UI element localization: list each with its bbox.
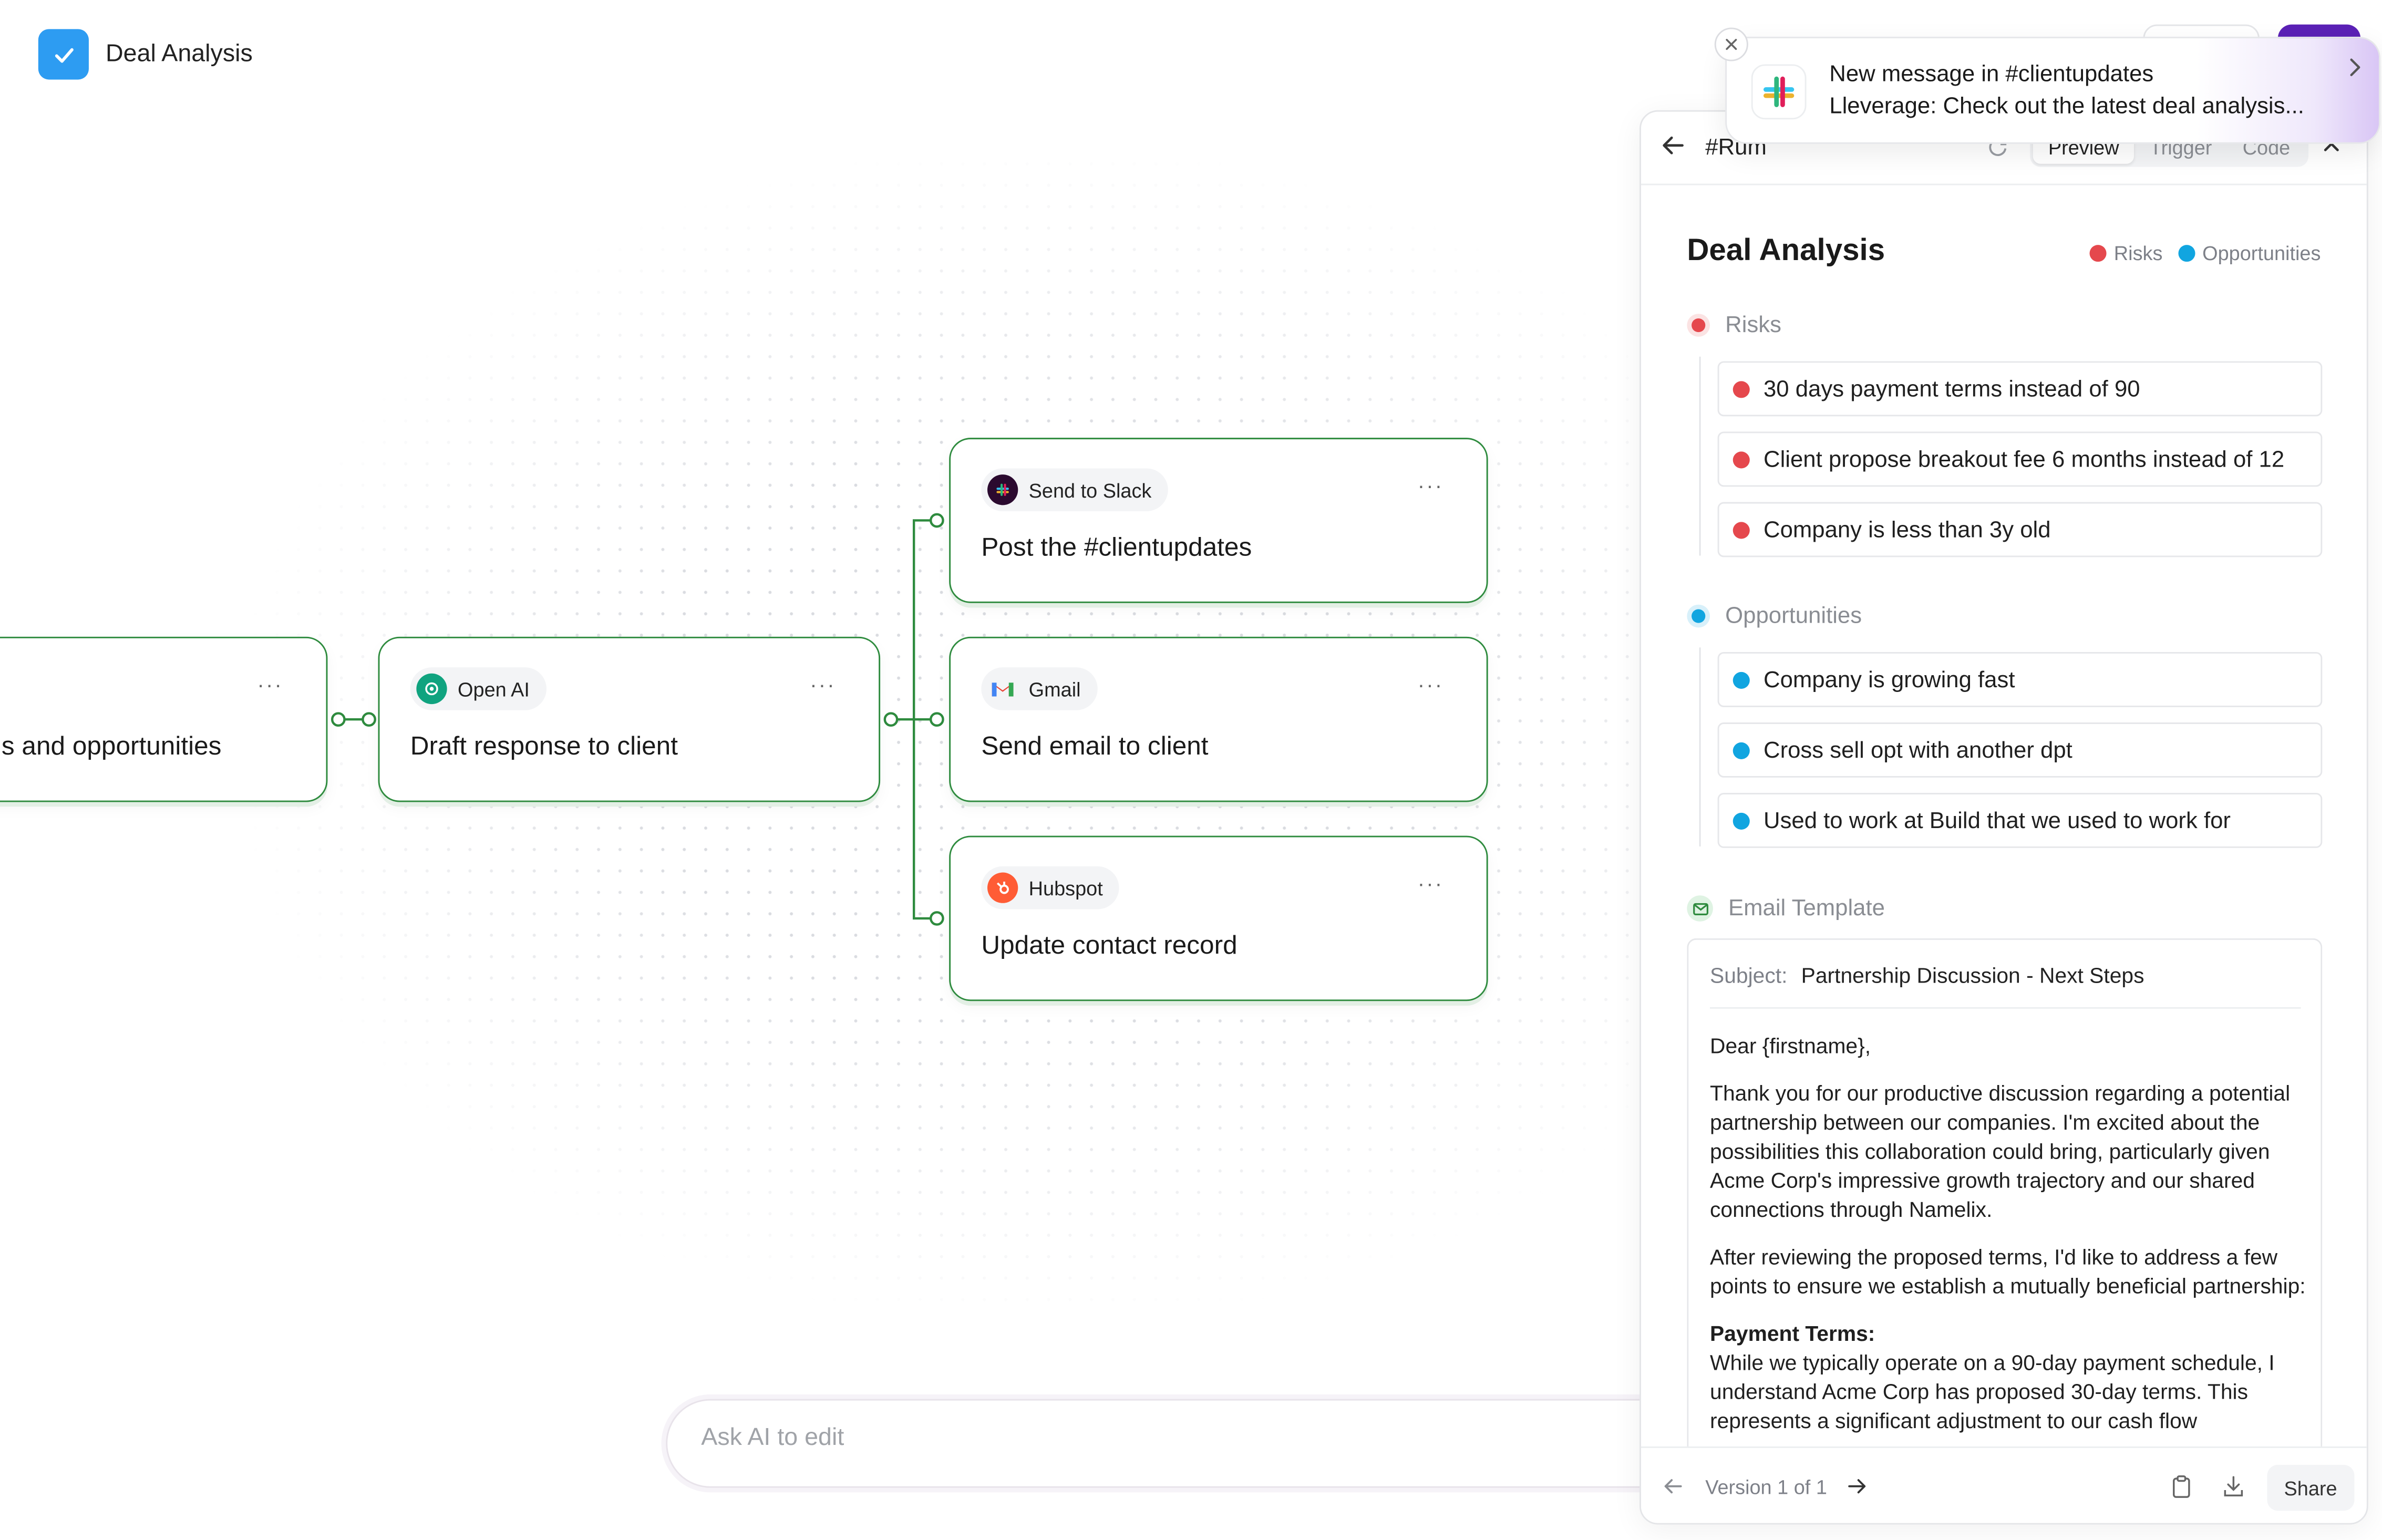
opportunity-dot-icon [2178,245,2195,262]
dismiss-notification-button[interactable] [1714,27,1748,61]
notification-body: Lleverage: Check out the latest deal ana… [1829,93,2304,120]
slack-notification[interactable]: New message in #clientupdates Lleverage:… [1725,36,2381,144]
more-icon[interactable]: ··· [810,671,836,697]
list-item: Used to work at Build that we used to wo… [1717,793,2323,848]
node-chip-openai: Open AI [410,667,546,710]
gmail-icon [987,674,1018,704]
panel-footer: Version 1 of 1 Share [1641,1446,2367,1523]
workflow-node-gmail[interactable]: Gmail ··· Send email to client [949,636,1488,802]
close-icon [1726,38,1737,50]
node-chip-slack: Send to Slack [981,468,1169,512]
risk-dot-icon [2089,245,2107,262]
back-arrow-icon[interactable] [1661,133,1686,165]
download-icon[interactable] [2223,1474,2244,1506]
node-title: Send email to client [981,731,1209,761]
arrow-right-icon[interactable] [1846,1475,1868,1504]
list-item: Company is less than 3y old [1717,502,2323,557]
email-paragraph: Payment Terms: While we typically operate… [1710,1319,2310,1435]
list-item-text: Cross sell opt with another dpt [1764,737,2072,763]
legend-item-opportunities: Opportunities [2178,242,2321,265]
list-item: Company is growing fast [1717,652,2323,707]
app-title: Deal Analysis [38,29,253,80]
node-title: Update contact record [981,931,1238,960]
workflow-connectors [331,513,944,926]
list-item-text: 30 days payment terms instead of 90 [1764,376,2140,402]
node-title: Draft response to client [410,731,678,761]
workflow-node-hubspot[interactable]: Hubspot ··· Update contact record [949,835,1488,1001]
email-paragraph: After reviewing the proposed terms, I'd … [1710,1244,2306,1298]
section-opportunities: Opportunities [1687,603,1862,629]
section-heading: Opportunities [1725,603,1862,629]
list-item-text: Company is less than 3y old [1764,516,2051,543]
section-risks: Risks [1687,312,1781,338]
list-item: 30 days payment terms instead of 90 [1717,361,2323,417]
ask-ai-bar [666,1399,1738,1488]
section-email-template: Email Template [1687,895,1885,922]
workflow-node-slack[interactable]: Send to Slack ··· Post the #clientupdate… [949,438,1488,603]
email-section-title: Payment Terms: [1710,1321,1875,1346]
node-chip-label: Open AI [458,677,530,700]
list-item-text: Used to work at Build that we used to wo… [1764,807,2231,834]
version-label: Version 1 of 1 [1705,1475,1827,1499]
share-button[interactable]: Share [2267,1464,2354,1511]
section-heading: Risks [1725,312,1782,338]
email-body: Dear {firstname}, Thank you for our prod… [1710,1031,2310,1454]
clipboard-icon[interactable] [2171,1474,2192,1506]
list-item: Client propose breakout fee 6 months ins… [1717,431,2323,487]
workflow-node-analyze[interactable]: ··· s and opportunities [0,636,328,802]
risk-dot-icon [1733,450,1750,468]
node-title: Post the #clientupdates [981,532,1252,562]
risk-dot-icon [1733,380,1750,397]
risk-dot-icon [1733,521,1750,538]
node-chip-hubspot: Hubspot [981,866,1120,909]
section-divider [1699,647,1701,846]
openai-icon [416,673,447,705]
legend: Risks Opportunities [2089,242,2321,265]
legend-item-risks: Risks [2089,242,2162,265]
email-paragraph: Thank you for our productive discussion … [1710,1080,2291,1222]
node-chip-gmail: Gmail [981,667,1098,710]
more-icon[interactable]: ··· [1417,871,1444,896]
opportunity-dot-icon [1733,812,1750,829]
section-divider [1699,356,1701,556]
preview-panel: #Rum Preview Trigger Code Deal Analysis … [1639,110,2368,1525]
mail-icon [1687,895,1713,922]
workflow-node-openai[interactable]: Open AI ··· Draft response to client [378,636,881,802]
opportunity-dot-icon [1687,604,1710,628]
email-subject: Subject: Partnership Discussion - Next St… [1710,963,2301,1009]
arrow-left-icon[interactable] [1663,1475,1684,1504]
more-icon[interactable]: ··· [1417,671,1444,697]
legend-label: Opportunities [2202,242,2321,265]
email-template-box: Subject: Partnership Discussion - Next St… [1687,938,2323,1459]
list-item-text: Client propose breakout fee 6 months ins… [1764,446,2285,472]
more-icon[interactable]: ··· [257,671,283,697]
node-chip-label: Send to Slack [1028,478,1152,502]
panel-title: Deal Analysis [1687,234,1885,268]
node-title: s and opportunities [1,731,222,761]
node-chip-label: Gmail [1028,677,1081,700]
notification-title: New message in #clientupdates [1829,61,2154,88]
slack-icon [987,474,1018,505]
node-chip-label: Hubspot [1028,876,1103,900]
email-subject-text: Partnership Discussion - Next Steps [1801,963,2144,988]
email-paragraph-text: While we typically operate on a 90-day p… [1710,1350,2275,1433]
chevron-right-icon[interactable] [2345,57,2364,86]
email-subject-label: Subject: [1710,963,1788,988]
list-item: Cross sell opt with another dpt [1717,722,2323,778]
hubspot-icon [987,872,1018,903]
app-title-text: Deal Analysis [106,40,253,67]
slack-icon [1751,64,1807,120]
check-icon[interactable] [38,29,89,80]
list-item-text: Company is growing fast [1764,666,2015,693]
opportunity-dot-icon [1733,741,1750,759]
ask-ai-input[interactable] [701,1425,1620,1453]
risk-dot-icon [1687,314,1710,337]
section-heading: Email Template [1728,895,1885,922]
legend-label: Risks [2113,242,2163,265]
email-greeting: Dear {firstname}, [1710,1033,1871,1058]
more-icon[interactable]: ··· [1417,473,1444,498]
opportunity-dot-icon [1733,671,1750,688]
